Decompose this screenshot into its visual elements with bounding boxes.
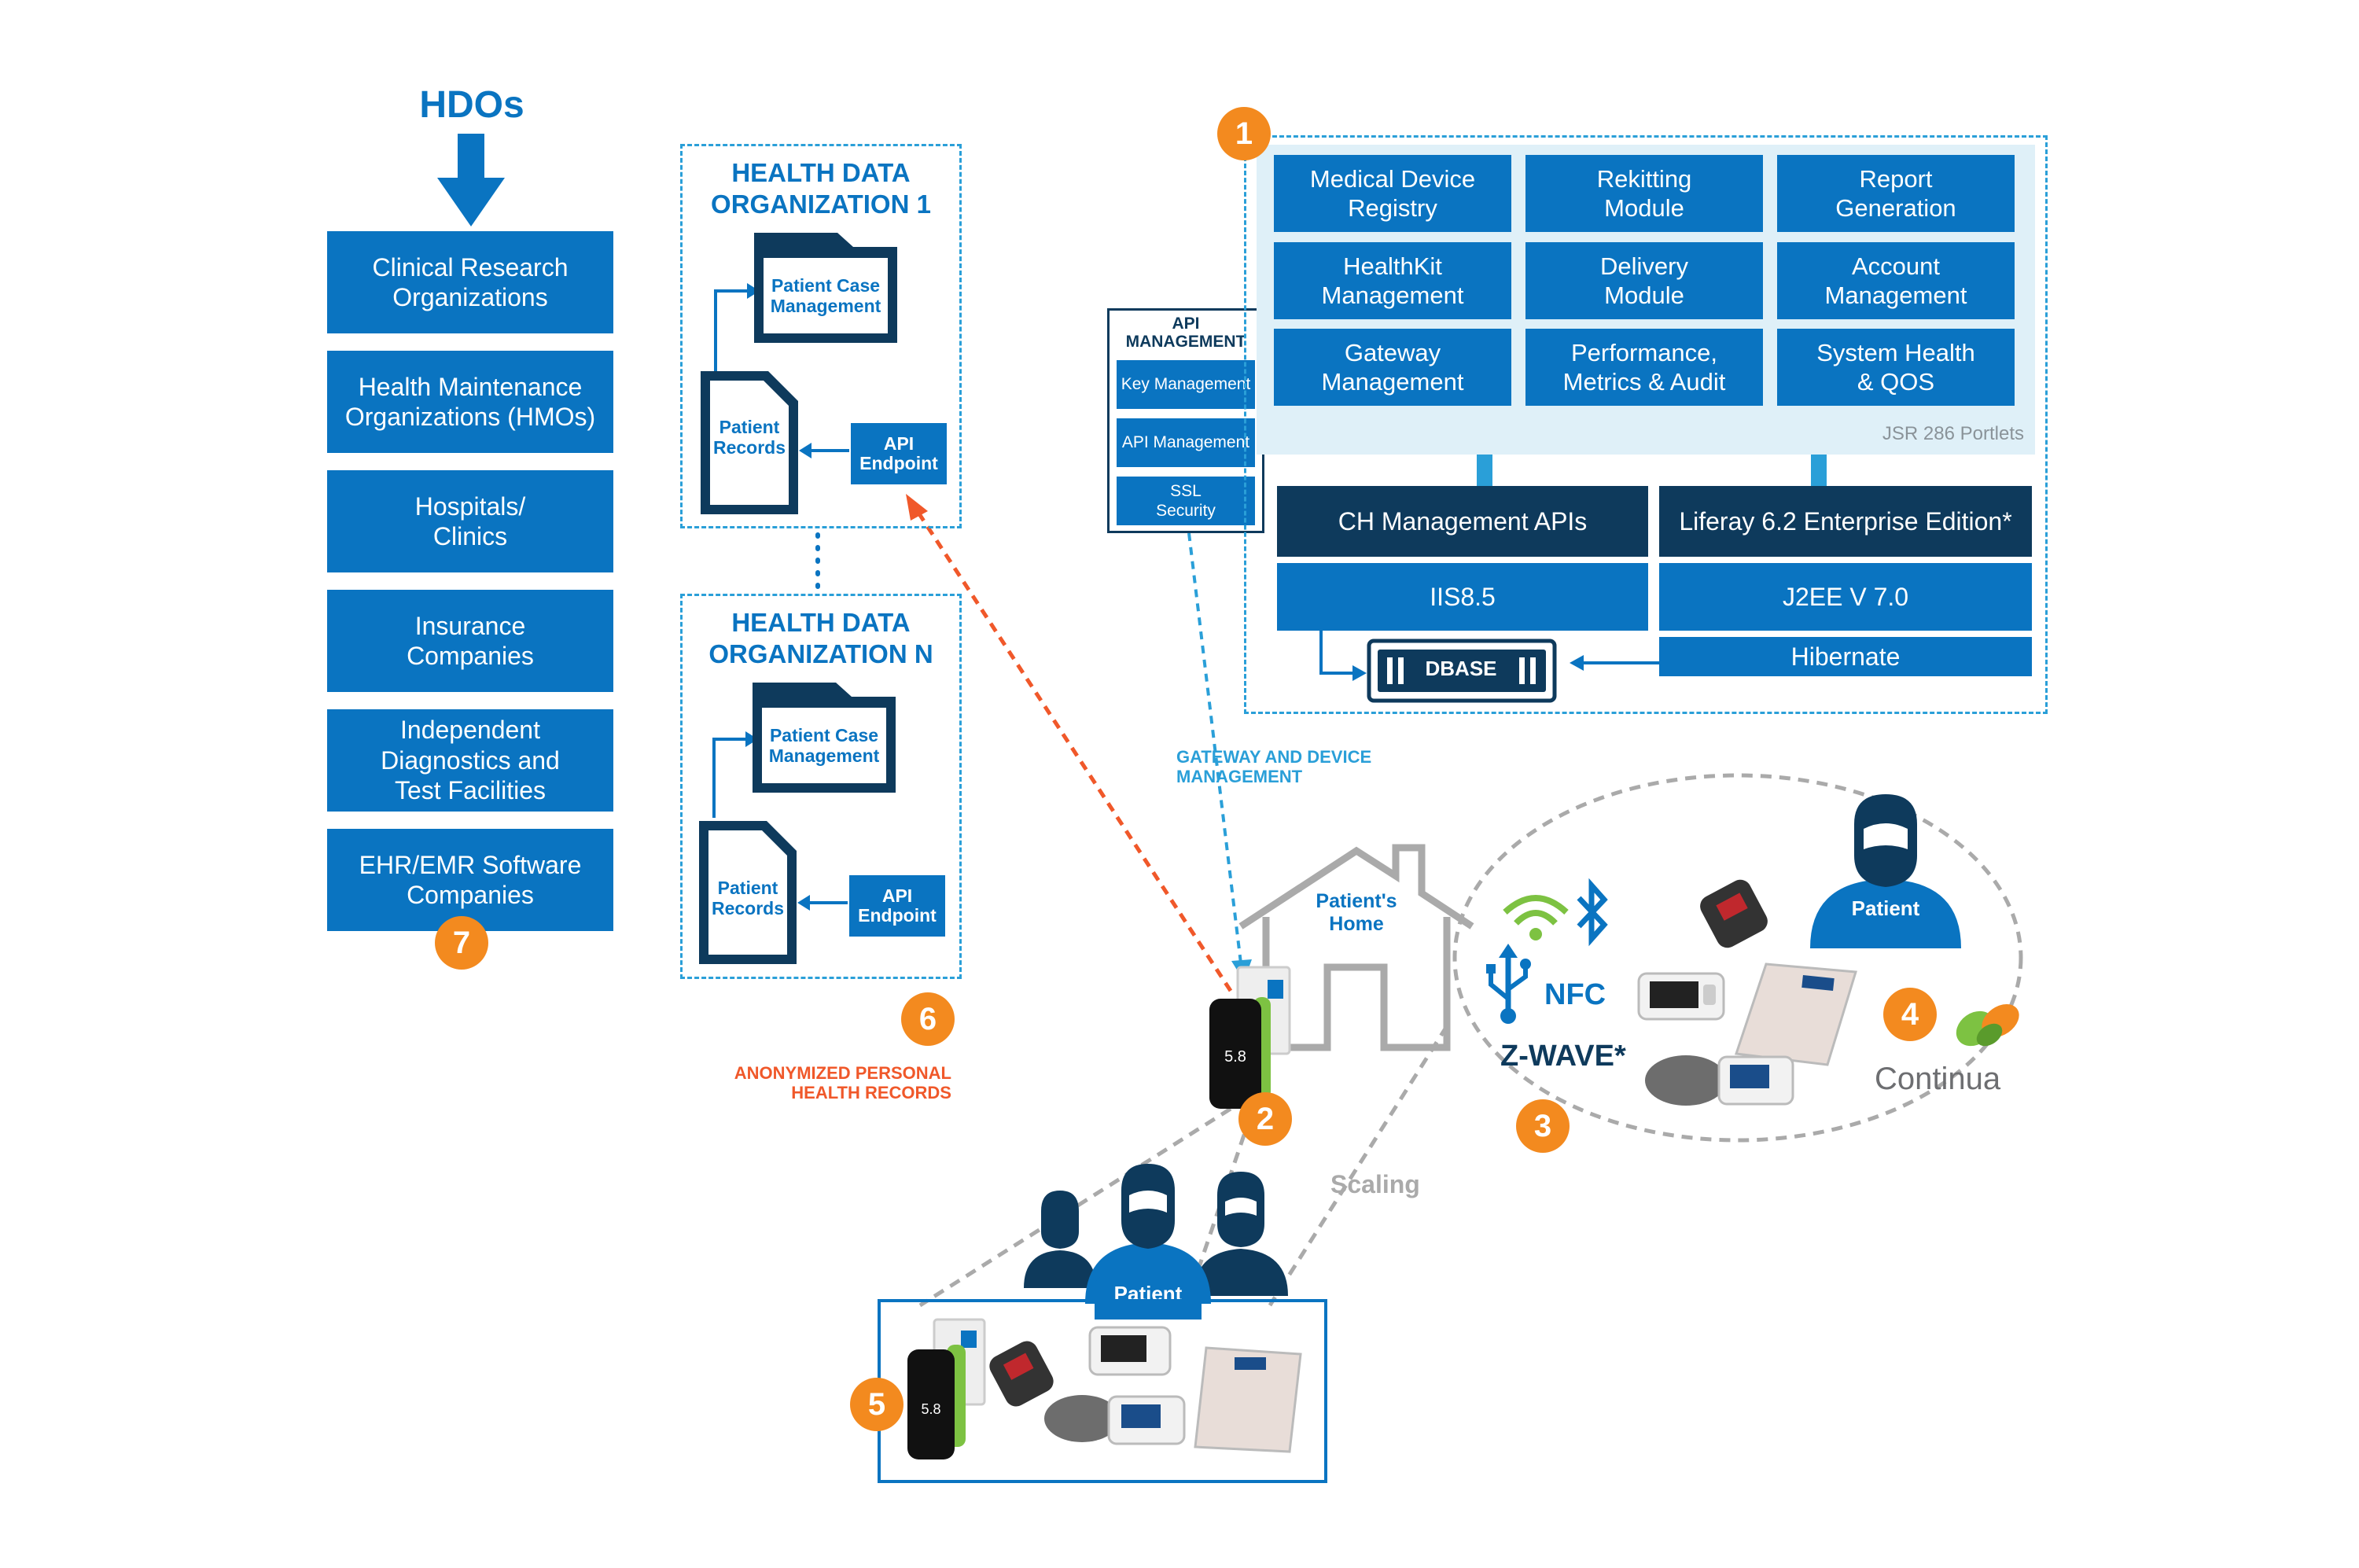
orgN-records-to-case-arrow — [712, 738, 745, 818]
org1-records-doc-icon — [701, 371, 798, 514]
scaling-label: Scaling — [1330, 1170, 1420, 1198]
gateway-device-mgmt-label: GATEWAY AND DEVICE MANAGEMENT — [1176, 747, 1428, 787]
zwave-label: Z-WAVE* — [1500, 1040, 1626, 1073]
org1-records-label: Patient Records — [712, 417, 786, 458]
hdo-insurance: Insurance Companies — [327, 590, 613, 692]
badge-6: 6 — [901, 992, 955, 1046]
orgN-api-endpoint: API Endpoint — [849, 875, 945, 937]
bp-monitor-small-icon — [1637, 972, 1725, 1021]
orgN-case-folder-icon — [753, 683, 896, 793]
api-management-title: API MANAGEMENT — [1125, 315, 1246, 352]
continua-logo-icon — [1956, 1004, 2019, 1047]
module-report-generation: Report Generation — [1777, 155, 2015, 232]
org1-case-folder-icon — [754, 233, 897, 343]
org1-title-line2: ORGANIZATION 1 — [711, 189, 931, 219]
anonymized-line2: HEALTH RECORDS — [791, 1083, 951, 1103]
module-performance-metrics-audit: Performance, Metrics & Audit — [1525, 329, 1763, 406]
hdo-ehr-emr: EHR/EMR Software Companies — [327, 829, 613, 931]
continua-label: Continua — [1875, 1062, 2001, 1096]
anonymized-line1: ANONYMIZED PERSONAL — [734, 1063, 951, 1083]
hdo-hmos: Health Maintenance Organizations (HMOs) — [327, 351, 613, 453]
hdo-diagnostics: Independent Diagnostics and Test Facilit… — [327, 709, 613, 812]
orgN-title: HEALTH DATA ORGANIZATION N — [684, 607, 958, 669]
patient-avatar-icon — [1810, 794, 1961, 948]
badge-5: 5 — [850, 1378, 903, 1431]
iis-server: IIS8.5 — [1277, 563, 1648, 631]
iot-gateway-device-icon: 5.8 — [1209, 966, 1291, 1109]
weight-scale-icon — [1735, 963, 1857, 1066]
patients-home-label: Patient's Home — [1305, 890, 1408, 936]
module-healthkit-management: HealthKit Management — [1274, 242, 1511, 319]
module-rekitting: Rekitting Module — [1525, 155, 1763, 232]
wifi-icon — [1503, 895, 1569, 940]
module-account-management: Account Management — [1777, 242, 2015, 319]
scaling-line-left — [918, 1106, 1232, 1308]
usb-icon — [1486, 944, 1531, 1024]
gateway-management-flow — [1187, 532, 1242, 964]
module-delivery: Delivery Module — [1525, 242, 1763, 319]
scaled-gateway-display: 5.8 — [921, 1401, 940, 1417]
bp-cuff-monitor-icon — [1645, 1055, 1794, 1106]
badge-7: 7 — [435, 916, 488, 970]
home-line2: Home — [1329, 912, 1384, 935]
org1-api-endpoint: API Endpoint — [851, 423, 947, 484]
liferay-edition: Liferay 6.2 Enterprise Edition* — [1659, 486, 2032, 557]
patient-label-right: Patient — [1851, 896, 1920, 920]
hdo-hospitals: Hospitals/ Clinics — [327, 470, 613, 572]
org1-title: HEALTH DATA ORGANIZATION 1 — [684, 157, 958, 219]
orgN-records-label: Patient Records — [711, 878, 785, 919]
hdos-title: HDOs — [419, 84, 524, 126]
dbase-label: DBASE — [1425, 657, 1497, 680]
badge-3: 3 — [1516, 1099, 1570, 1153]
ch-management-apis: CH Management APIs — [1277, 486, 1648, 557]
module-system-health-qos: System Health & QOS — [1777, 329, 2015, 406]
home-line1: Patient's — [1316, 890, 1397, 912]
dbase-icon — [1367, 639, 1557, 703]
health-data-org-n — [680, 594, 962, 979]
gateway-display-text: 5.8 — [1224, 1048, 1246, 1066]
module-medical-device-registry: Medical Device Registry — [1274, 155, 1511, 232]
orgN-records-doc-icon — [699, 821, 797, 964]
api-ssl-security: SSL Security — [1117, 477, 1255, 525]
device-cluster-ellipse — [1452, 773, 2023, 1143]
hdo-clinical-research: Clinical Research Organizations — [327, 231, 613, 333]
org1-records-to-case-arrow — [714, 289, 747, 371]
j2ee-server: J2EE V 7.0 — [1659, 563, 2032, 631]
orgN-title-line1: HEALTH DATA — [731, 608, 911, 637]
anonymized-label: ANONYMIZED PERSONAL HEALTH RECORDS — [692, 1063, 951, 1103]
hibernate-layer: Hibernate — [1659, 637, 2032, 676]
badge-2: 2 — [1238, 1092, 1292, 1146]
patient-group-badge-bg — [1095, 1275, 1202, 1320]
health-data-org-1 — [680, 144, 962, 528]
gateway-label-line1: GATEWAY AND DEVICE — [1176, 747, 1372, 767]
api-key-management: Key Management — [1117, 360, 1255, 409]
pulse-oximeter-icon — [1700, 879, 1768, 948]
anonymized-records-flow — [916, 511, 1233, 992]
orgN-title-line2: ORGANIZATION N — [708, 639, 933, 668]
nfc-label: NFC — [1544, 978, 1606, 1011]
platform-panel — [1244, 135, 2048, 714]
api-api-management: API Management — [1117, 418, 1255, 467]
gateway-label-line2: MANAGEMENT — [1176, 767, 1303, 787]
orgN-case-label: Patient Case Management — [768, 724, 880, 766]
hdos-down-arrow — [437, 134, 505, 226]
bluetooth-icon — [1577, 878, 1608, 947]
iis-to-dbase-arrow — [1319, 629, 1354, 675]
badge-1: 1 — [1217, 107, 1271, 160]
badge-4: 4 — [1883, 988, 1937, 1041]
portlets-label: JSR 286 Portlets — [1882, 423, 2024, 444]
module-gateway-management: Gateway Management — [1274, 329, 1511, 406]
org1-case-label: Patient Case Management — [770, 274, 881, 316]
org1-title-line1: HEALTH DATA — [731, 158, 911, 187]
scaled-devices-icon: 5.8 — [907, 1318, 1302, 1459]
